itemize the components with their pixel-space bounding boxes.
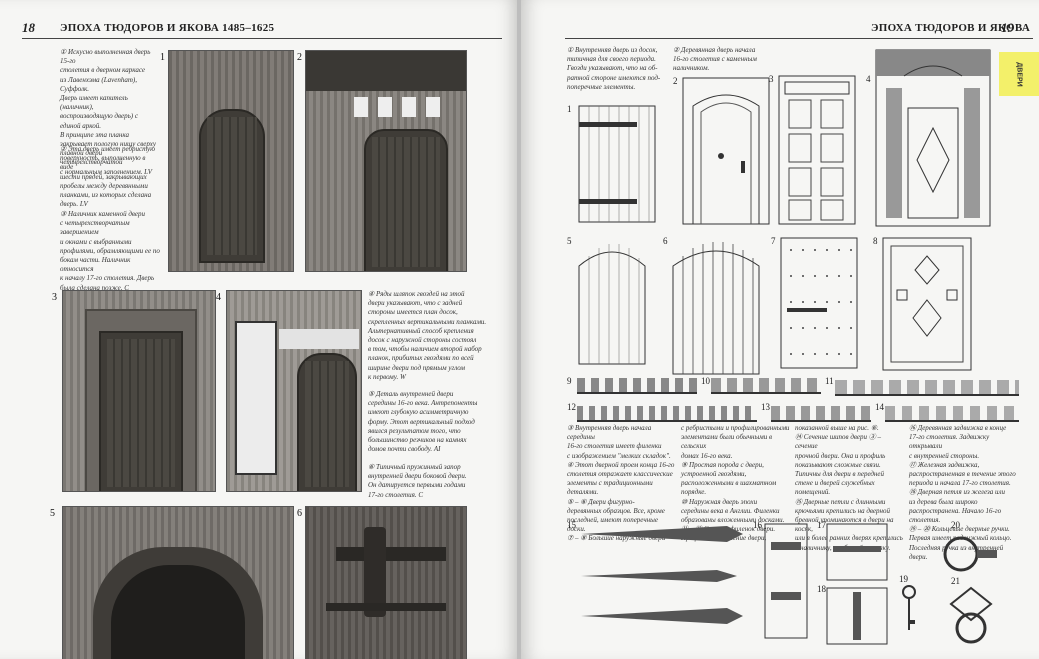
- drawing-number-14: 14: [875, 402, 884, 412]
- figure-number-3: 3: [52, 292, 57, 303]
- drawing-ring-handle-20: [941, 528, 1001, 578]
- drawing-number-17: 17: [817, 520, 826, 530]
- section-tab-label: ДВЕРИ: [1015, 61, 1023, 87]
- photo-door-1: [168, 50, 294, 272]
- drawing-number-15: 15: [567, 520, 576, 530]
- caption-top-1: ① Внутренняя дверь из досок, типичная дл…: [567, 46, 661, 91]
- drawing-door-2: [681, 76, 771, 226]
- photo-door-5: [62, 506, 294, 659]
- profile-section-13: [771, 406, 871, 422]
- drawing-number-20: 20: [951, 520, 960, 530]
- caption-4: ④ Ряды шляпок гвоздей на этой двери указ…: [368, 290, 487, 381]
- figure-number-6: 6: [297, 508, 302, 519]
- caption-5: ⑤ Деталь внутренней двери середины 16-го…: [368, 390, 478, 454]
- drawing-door-8: [881, 236, 973, 372]
- drawing-number-21: 21: [951, 576, 960, 586]
- running-head-left: ЭПОХА ТЮДОРОВ И ЯКОВА 1485–1625: [60, 22, 275, 34]
- drawing-door-6: [671, 236, 761, 376]
- caption-1: ① Искусно выполненная дверь 15-го столет…: [60, 48, 156, 176]
- page-number-right: 19: [1001, 20, 1014, 35]
- caption-top-2: ② Деревянная дверь начала 16-го столетия…: [673, 46, 757, 73]
- figure-number-2: 2: [297, 52, 302, 63]
- drawing-ring-handle-21: [941, 584, 1001, 648]
- drawing-number-5: 5: [567, 236, 572, 246]
- drawing-latch-17: [825, 522, 889, 582]
- header-rule-right: [565, 38, 1033, 39]
- photo-latch-6: [305, 506, 467, 659]
- drawing-number-1: 1: [567, 104, 572, 114]
- photo-door-2: [305, 50, 467, 272]
- drawing-door-7: [779, 236, 859, 370]
- right-page: ЭПОХА ТЮДОРОВ И ЯКОВА 19 ДВЕРИ ① Внутрен…: [521, 0, 1039, 659]
- drawing-number-16: 16: [753, 520, 762, 530]
- drawing-number-8: 8: [873, 236, 878, 246]
- page-number-left: 18: [22, 20, 35, 35]
- left-page: 18 ЭПОХА ТЮДОРОВ И ЯКОВА 1485–1625 ① Иск…: [0, 0, 519, 659]
- photo-door-3: [62, 290, 216, 492]
- drawing-number-9: 9: [567, 376, 572, 386]
- photo-door-4: [226, 290, 362, 492]
- drawing-key-19: [899, 584, 919, 634]
- drawing-number-11: 11: [825, 376, 834, 386]
- drawing-number-19: 19: [899, 574, 908, 584]
- drawing-number-10: 10: [701, 376, 710, 386]
- profile-section-11: [835, 380, 1019, 396]
- drawing-hinges-15: [577, 520, 747, 640]
- drawing-number-7: 7: [771, 236, 776, 246]
- drawing-door-5: [577, 236, 647, 366]
- profile-section-10: [711, 378, 821, 394]
- drawing-latch-16: [761, 522, 811, 640]
- drawing-number-12: 12: [567, 402, 576, 412]
- drawing-number-18: 18: [817, 584, 826, 594]
- drawing-number-2: 2: [673, 76, 678, 86]
- drawing-number-13: 13: [761, 402, 770, 412]
- caption-3: ③ Наличник каменной двери с четырехствор…: [60, 210, 160, 292]
- book-gutter: [517, 0, 523, 659]
- drawing-hinge-18: [825, 586, 889, 646]
- figure-number-1: 1: [160, 52, 165, 63]
- drawing-door-3: [777, 74, 857, 226]
- caption-bottom-2: с ребристыми и профилированными элемента…: [681, 424, 790, 543]
- drawing-number-4: 4: [866, 74, 871, 84]
- caption-bottom-1: ③ Внутренняя дверь начала середины 16-го…: [567, 424, 675, 543]
- header-rule-left: [22, 38, 502, 39]
- drawing-door-1: [577, 104, 657, 224]
- profile-section-14: [885, 406, 1019, 422]
- running-head-right: ЭПОХА ТЮДОРОВ И ЯКОВА: [871, 22, 1031, 34]
- caption-bottom-3: показанной выше на рис. ⑥. ⑭ Сечение шип…: [795, 424, 903, 552]
- profile-section-9: [577, 378, 697, 394]
- caption-bottom-4: ⑯ Деревянная задвижка в конце 17-го стол…: [909, 424, 1016, 561]
- profile-section-12: [577, 406, 757, 422]
- figure-number-5: 5: [50, 508, 55, 519]
- drawing-door-4: [874, 48, 992, 228]
- caption-2: ② Эта дверь имеет ребристую поверхность,…: [60, 145, 156, 209]
- drawing-number-3: 3: [769, 74, 774, 84]
- caption-6: ⑥ Типичный пружинный запор внутренней дв…: [368, 463, 467, 499]
- drawing-number-6: 6: [663, 236, 668, 246]
- figure-number-4: 4: [216, 292, 221, 303]
- section-tab[interactable]: ДВЕРИ: [999, 52, 1039, 96]
